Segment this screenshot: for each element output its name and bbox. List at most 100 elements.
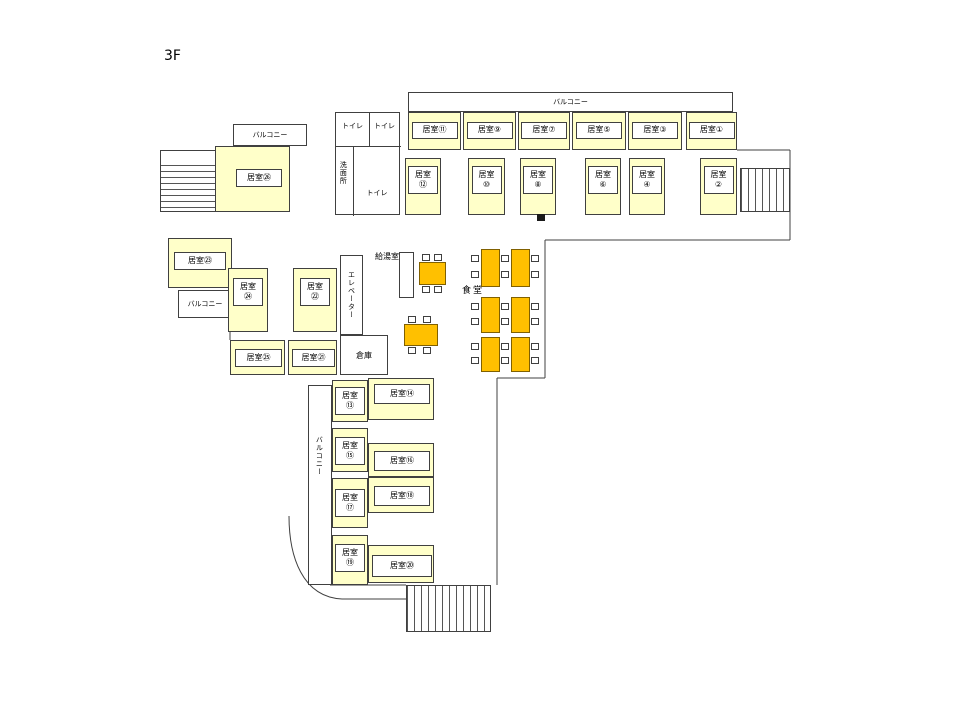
dining-table <box>481 297 500 333</box>
room-25: 居室㉕ <box>230 340 285 375</box>
room-15-label: 居室 ⑮ <box>335 437 365 465</box>
room-17-label: 居室 ⑰ <box>335 489 365 517</box>
dining-table <box>481 337 500 372</box>
room-19: 居室 ⑲ <box>332 535 368 585</box>
chair <box>531 255 539 262</box>
chair <box>531 343 539 350</box>
chair <box>434 286 442 293</box>
room-21-label: 居室㉑ <box>292 349 335 367</box>
floor-title: 3F <box>164 48 181 64</box>
room-2-label: 居室 ② <box>703 166 734 194</box>
room-13-label: 居室 ⑬ <box>335 387 365 415</box>
room-9-label: 居室⑨ <box>466 122 513 139</box>
chair <box>501 255 509 262</box>
pillar-marker <box>537 214 545 221</box>
room-18: 居室⑱ <box>368 477 434 513</box>
dining-table <box>404 324 438 346</box>
kitchenette-label: 給湯室 <box>375 252 399 261</box>
room-24: 居室 ㉔ <box>228 268 268 332</box>
room-6: 居室 ⑥ <box>585 158 621 215</box>
room-24-label: 居室 ㉔ <box>233 278 263 306</box>
stairs-northwest <box>160 150 216 212</box>
balcony-top: バルコニー <box>408 92 733 112</box>
room-23-label: 居室㉓ <box>174 252 226 270</box>
room-6-label: 居室 ⑥ <box>588 166 618 194</box>
partition-wall <box>353 146 354 216</box>
room-7-label: 居室⑦ <box>521 122 567 139</box>
room-16-label: 居室⑯ <box>374 451 430 471</box>
dining-table <box>511 249 530 287</box>
balcony-south-label: バルコニー <box>315 436 324 476</box>
chair <box>471 303 479 310</box>
toilet-label: トイレ <box>342 122 363 130</box>
chair <box>501 343 509 350</box>
toilet-block: トイレ トイレ 洗面所 トイレ <box>335 112 401 216</box>
chair <box>434 254 442 261</box>
dining-label: 食堂 <box>462 286 485 296</box>
room-10-label: 居室 ⑩ <box>471 166 502 194</box>
room-4-label: 居室 ④ <box>632 166 662 194</box>
chair <box>422 254 430 261</box>
stairs-south <box>406 585 491 632</box>
room-20: 居室⑳ <box>368 545 434 583</box>
room-4: 居室 ④ <box>629 158 665 215</box>
stairs-northeast <box>740 168 790 212</box>
room-14: 居室⑭ <box>368 378 434 420</box>
chair <box>531 303 539 310</box>
chair <box>408 347 416 354</box>
room-13: 居室 ⑬ <box>332 380 368 422</box>
toilet-label: トイレ <box>374 122 395 130</box>
room-1-label: 居室① <box>688 122 735 139</box>
room-10: 居室 ⑩ <box>468 158 505 215</box>
room-2: 居室 ② <box>700 158 737 215</box>
room-20-label: 居室⑳ <box>372 555 432 577</box>
room-1: 居室① <box>686 112 737 150</box>
dining-table <box>511 297 530 333</box>
room-8-label: 居室 ⑧ <box>523 166 553 194</box>
room-23: 居室㉓ <box>168 238 232 288</box>
dining-table <box>481 249 500 287</box>
chair <box>471 357 479 364</box>
chair <box>501 318 509 325</box>
room-11: 居室⑪ <box>408 112 461 150</box>
room-26-label: 居室㉖ <box>236 169 282 187</box>
chair <box>531 318 539 325</box>
washroom-label: 洗面所 <box>339 161 348 185</box>
kitchenette-counter <box>399 252 414 298</box>
stair-treads <box>407 586 490 631</box>
room-22: 居室 ㉒ <box>293 268 337 332</box>
room-11-label: 居室⑪ <box>411 122 458 139</box>
dining-table <box>511 337 530 372</box>
room-5: 居室⑤ <box>572 112 626 150</box>
elevator-label: エレベーター <box>347 271 356 319</box>
stair-treads <box>161 165 215 211</box>
room-15: 居室 ⑮ <box>332 428 368 472</box>
room-9: 居室⑨ <box>463 112 516 150</box>
room-3: 居室③ <box>628 112 682 150</box>
chair <box>422 286 430 293</box>
room-18-label: 居室⑱ <box>374 486 430 506</box>
toilet-label: トイレ <box>366 189 388 197</box>
room-16: 居室⑯ <box>368 443 434 477</box>
chair <box>471 343 479 350</box>
room-8: 居室 ⑧ <box>520 158 556 215</box>
balcony-south: バルコニー <box>308 385 332 585</box>
chair <box>531 357 539 364</box>
room-12-label: 居室 ⑫ <box>408 166 438 194</box>
elevator: エレベーター <box>340 255 363 335</box>
chair <box>471 318 479 325</box>
chair <box>423 347 431 354</box>
room-7: 居室⑦ <box>518 112 570 150</box>
chair <box>501 271 509 278</box>
partition-wall <box>369 113 370 146</box>
chair <box>408 316 416 323</box>
room-25-label: 居室㉕ <box>235 349 282 367</box>
room-17: 居室 ⑰ <box>332 478 368 528</box>
room-14-label: 居室⑭ <box>374 384 430 404</box>
balcony-northwest: バルコニー <box>233 124 307 146</box>
storage-room: 倉庫 <box>340 335 388 375</box>
balcony-middle: バルコニー <box>178 290 232 318</box>
chair <box>471 255 479 262</box>
chair <box>501 303 509 310</box>
